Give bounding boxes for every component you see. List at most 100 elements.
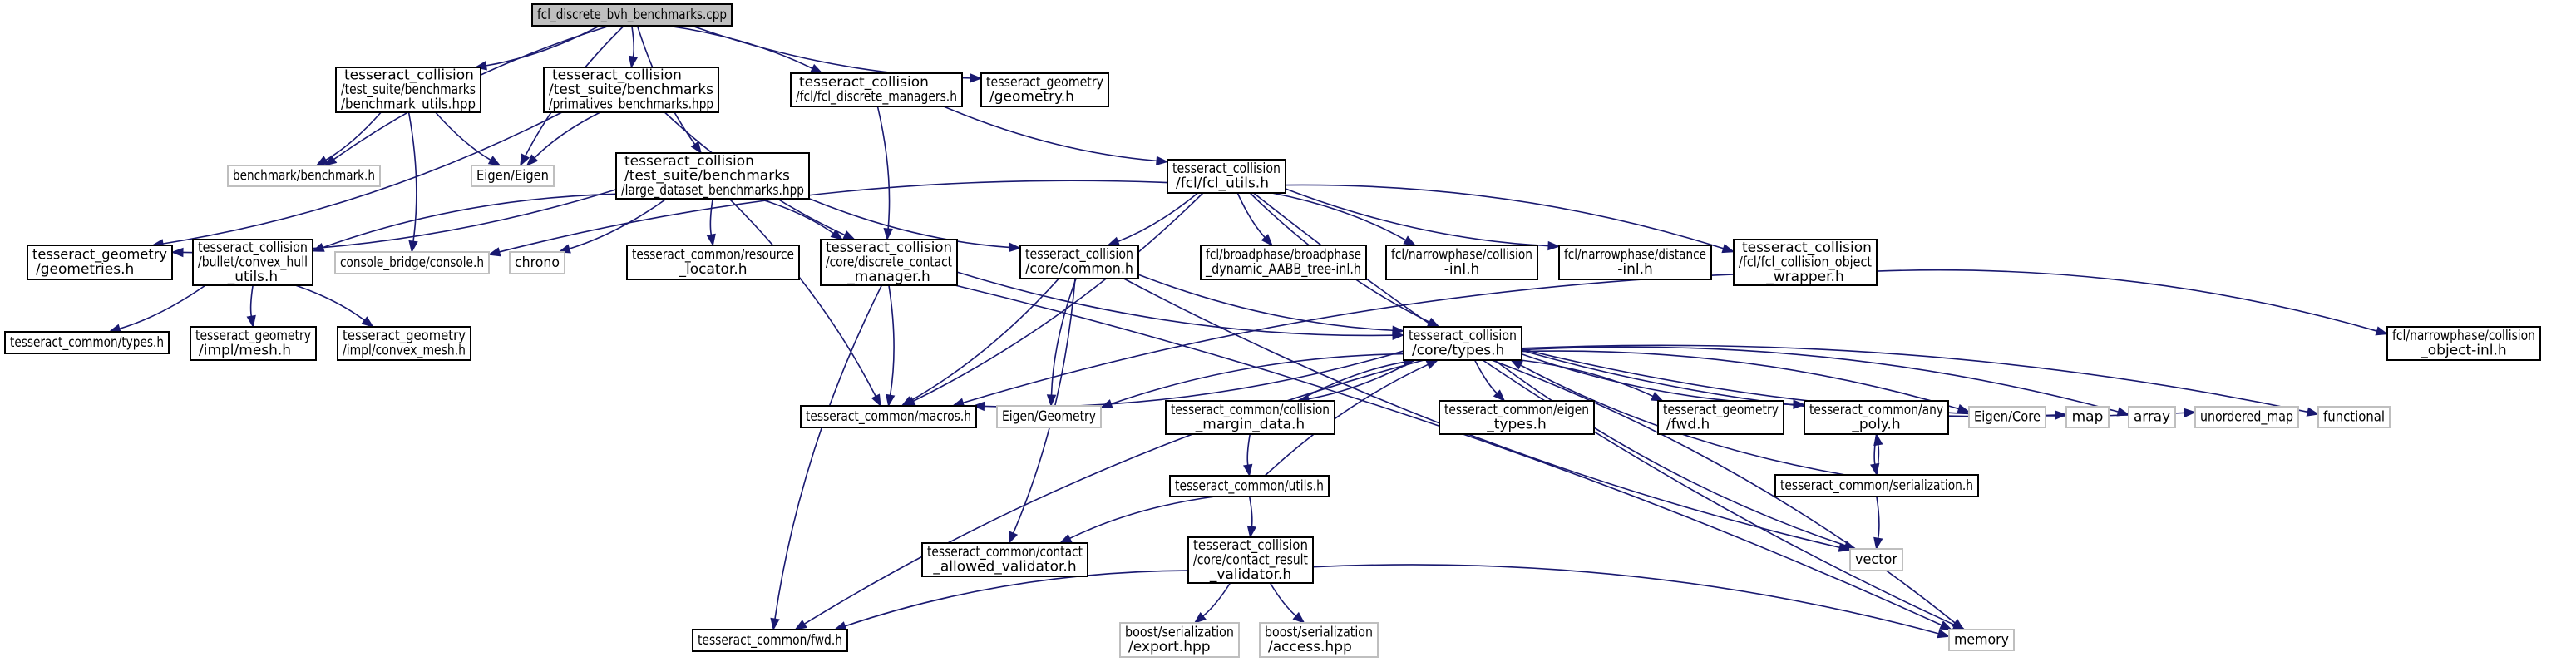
node-label: map	[2072, 408, 2104, 425]
edge-fcl_cow-to-macros	[951, 274, 1735, 408]
node-impl-convex-mesh[interactable]: tesseract_geometry/impl/convex_mesh.h	[337, 326, 471, 361]
node-label: tesseract_collision	[1172, 161, 1281, 177]
edge-large_bench-to-resource_locator	[706, 198, 716, 247]
node-dcm[interactable]: tesseract_collision/core/discrete_contac…	[820, 239, 958, 286]
node-prim-bench[interactable]: tesseract_collision/test_suite/benchmark…	[543, 67, 719, 113]
node-label: -inl.h	[1444, 261, 1480, 278]
edge-fcl_utils-to-np_distance	[1285, 188, 1561, 251]
node-broadphase[interactable]: fcl/broadphase/broadphase_dynamic_AABB_t…	[1200, 245, 1367, 280]
arrowhead-icon	[628, 55, 639, 69]
node-macros[interactable]: tesseract_common/macros.h	[800, 405, 977, 428]
edge-fcl_utils-to-broadphase	[1236, 192, 1273, 247]
edge-prim_bench-to-eigen_eigen	[526, 111, 601, 166]
node-geometries-h[interactable]: tesseract_geometry/geometries.h	[27, 245, 173, 280]
node-label: /impl/mesh.h	[199, 343, 291, 359]
node-box	[1259, 622, 1379, 658]
node-label: tesseract_geometry	[343, 328, 466, 344]
node-core-common[interactable]: tesseract_collision/core/common.h	[1019, 245, 1139, 279]
node-np-distance[interactable]: fcl/narrowphase/distance-inl.h	[1558, 245, 1712, 280]
edge-line	[407, 111, 417, 242]
edge-convex_hull-to-impl_convex_mesh	[295, 284, 374, 328]
node-array: array	[2128, 406, 2176, 428]
node-eigen-types[interactable]: tesseract_common/eigen_types.h	[1439, 400, 1595, 435]
node-large-bench[interactable]: tesseract_collision/test_suite/benchmark…	[615, 152, 810, 200]
arrowhead-icon	[2055, 410, 2068, 420]
arrowhead-icon	[170, 247, 184, 258]
edge-line	[499, 180, 1168, 253]
node-fcl-dm[interactable]: tesseract_collision/fcl/fcl_discrete_man…	[790, 72, 963, 107]
node-fcl-utils[interactable]: tesseract_collision/fcl/fcl_utils.h	[1167, 159, 1286, 194]
arrowhead-icon	[1243, 463, 1253, 477]
edge-line	[962, 274, 1735, 404]
edge-fcl_utils-to-fcl_cow	[1285, 184, 1735, 254]
node-common-fwd[interactable]: tesseract_common/fwd.h	[692, 629, 848, 652]
node-fcl-cow[interactable]: tesseract_collision/fcl/fcl_collision_ob…	[1733, 239, 1878, 286]
node-geometry-h[interactable]: tesseract_geometry/geometry.h	[980, 72, 1109, 107]
edge-line	[1521, 344, 2308, 413]
node-root[interactable]: fcl_discrete_bvh_benchmarks.cpp	[531, 3, 733, 27]
node-label: tesseract_geometry	[1663, 402, 1779, 418]
node-box	[1558, 245, 1712, 280]
edge-line	[728, 198, 876, 397]
node-box	[1733, 239, 1878, 286]
arrowhead-icon	[1957, 403, 1971, 413]
edge-large_bench-to-core_common	[808, 197, 1022, 253]
node-unordered-map: unordered_map	[2194, 406, 2299, 428]
arrowhead-icon	[1721, 244, 1735, 254]
node-label: _poly.h	[1851, 417, 1900, 433]
node-any-poly[interactable]: tesseract_common/any_poly.h	[1804, 400, 1949, 435]
node-label: fcl_discrete_bvh_benchmarks.cpp	[537, 7, 727, 23]
node-box	[1019, 245, 1139, 279]
edge-core_types-to-common_fwd	[794, 359, 1424, 630]
node-serialization[interactable]: tesseract_common/serialization.h	[1774, 474, 1979, 497]
node-box	[980, 72, 1109, 107]
edge-line	[1248, 496, 1253, 527]
node-label: /fcl/fcl_collision_object	[1739, 254, 1872, 270]
node-cmd[interactable]: tesseract_common/collision_margin_data.h	[1165, 400, 1335, 435]
node-box	[996, 405, 1102, 428]
node-common-types[interactable]: tesseract_common/types.h	[4, 331, 170, 354]
node-box	[2065, 406, 2110, 428]
arrowhead-icon	[1547, 240, 1561, 251]
node-core-types[interactable]: tesseract_collision/core/types.h	[1403, 326, 1522, 361]
node-box	[471, 165, 555, 187]
node-box	[1169, 475, 1330, 497]
arrowhead-icon	[770, 617, 780, 631]
node-label: vector	[1855, 551, 1897, 568]
edge-line	[1111, 353, 1404, 405]
node-contact-allowed[interactable]: tesseract_common/contact_allowed_validat…	[921, 542, 1088, 577]
node-label: /core/contact_result	[1193, 551, 1308, 568]
node-crv[interactable]: tesseract_collision/core/contact_result_…	[1187, 536, 1314, 584]
arrowhead-icon	[526, 154, 539, 166]
edge-root-to-fcl_dm	[667, 25, 823, 74]
node-impl-mesh[interactable]: tesseract_geometry/impl/mesh.h	[190, 326, 317, 361]
node-geom-fwd[interactable]: tesseract_geometry/fwd.h	[1657, 400, 1784, 435]
node-np-col-obj[interactable]: fcl/narrowphase/collision_object-inl.h	[2386, 326, 2541, 361]
node-label: tesseract_common/macros.h	[806, 408, 971, 425]
arrowhead-icon	[520, 153, 530, 167]
node-label: tesseract_collision	[344, 67, 474, 83]
node-bench-utils[interactable]: tesseract_collision/test_suite/benchmark…	[335, 67, 481, 113]
edge-fcl_dm-to-dcm	[876, 106, 893, 241]
edge-line	[1521, 350, 1959, 410]
edge-root-to-bench_utils	[474, 25, 600, 71]
node-box	[190, 326, 317, 361]
node-box	[334, 251, 490, 274]
node-resource-locator[interactable]: tesseract_common/resource_locator.h	[626, 245, 800, 280]
node-np-collision[interactable]: fcl/narrowphase/collision-inl.h	[1385, 245, 1538, 280]
arrowhead-icon	[1651, 392, 1664, 402]
node-label: _object-inl.h	[2420, 343, 2506, 359]
edge-line	[1269, 582, 1297, 617]
node-label: fcl/narrowphase/collision	[1391, 247, 1532, 264]
edge-line	[119, 284, 206, 330]
edge-dcm-to-macros	[886, 284, 896, 408]
node-convex-hull[interactable]: tesseract_collision/bullet/convex_hull_u…	[192, 239, 313, 286]
node-common-utils[interactable]: tesseract_common/utils.h	[1169, 475, 1330, 497]
edge-convex_hull-to-common_types	[108, 284, 206, 333]
edge-serialization-to-vector	[1873, 496, 1883, 551]
edge-line	[1137, 274, 1394, 332]
arrowhead-icon	[886, 393, 896, 408]
node-label: /core/common.h	[1025, 261, 1133, 278]
arrowhead-icon	[2306, 407, 2320, 417]
node-box	[337, 326, 471, 361]
